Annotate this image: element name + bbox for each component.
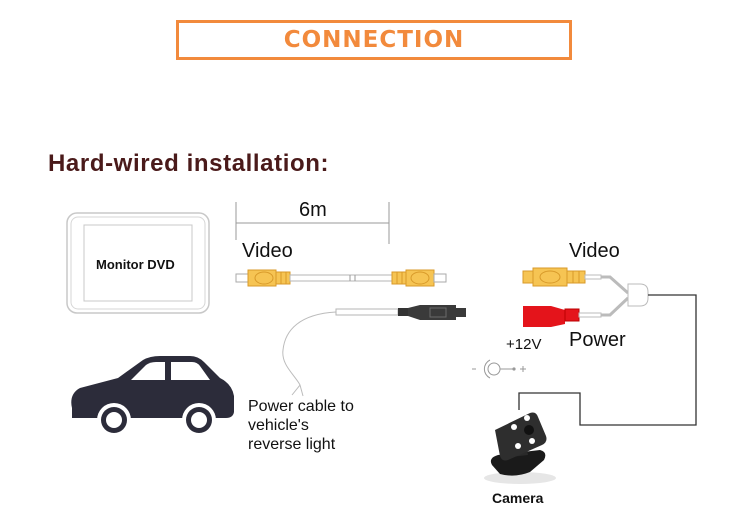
monitor-label: Monitor DVD — [96, 257, 175, 272]
camera-label: Camera — [492, 490, 544, 506]
dc-jack-icon — [472, 359, 526, 379]
car-icon — [71, 356, 234, 437]
camera-power-label: Power — [569, 329, 626, 351]
camera-icon — [484, 412, 556, 484]
cable-junction — [601, 275, 649, 317]
camera-video-label: Video — [569, 240, 620, 262]
voltage-label: +12V — [506, 336, 542, 353]
power-note: Power cable to vehicle's reverse light — [248, 397, 354, 454]
cable-length-label: 6m — [299, 199, 327, 221]
section-heading: Hard-wired installation: — [48, 150, 330, 177]
monitor-icon — [66, 212, 210, 314]
power-note-line: Power cable to — [248, 398, 354, 415]
camera-video-connector — [522, 267, 602, 287]
title-banner: CONNECTION — [176, 20, 572, 60]
power-cable — [282, 305, 466, 397]
video-extension-cable — [235, 269, 447, 287]
power-note-line: reverse light — [248, 436, 336, 453]
camera-power-connector — [523, 306, 602, 327]
cable-length-dimension — [235, 202, 390, 244]
power-note-line: vehicle's — [248, 417, 309, 434]
camera-wire — [518, 294, 697, 426]
page-title: CONNECTION — [283, 27, 465, 53]
extension-video-label: Video — [242, 240, 293, 262]
